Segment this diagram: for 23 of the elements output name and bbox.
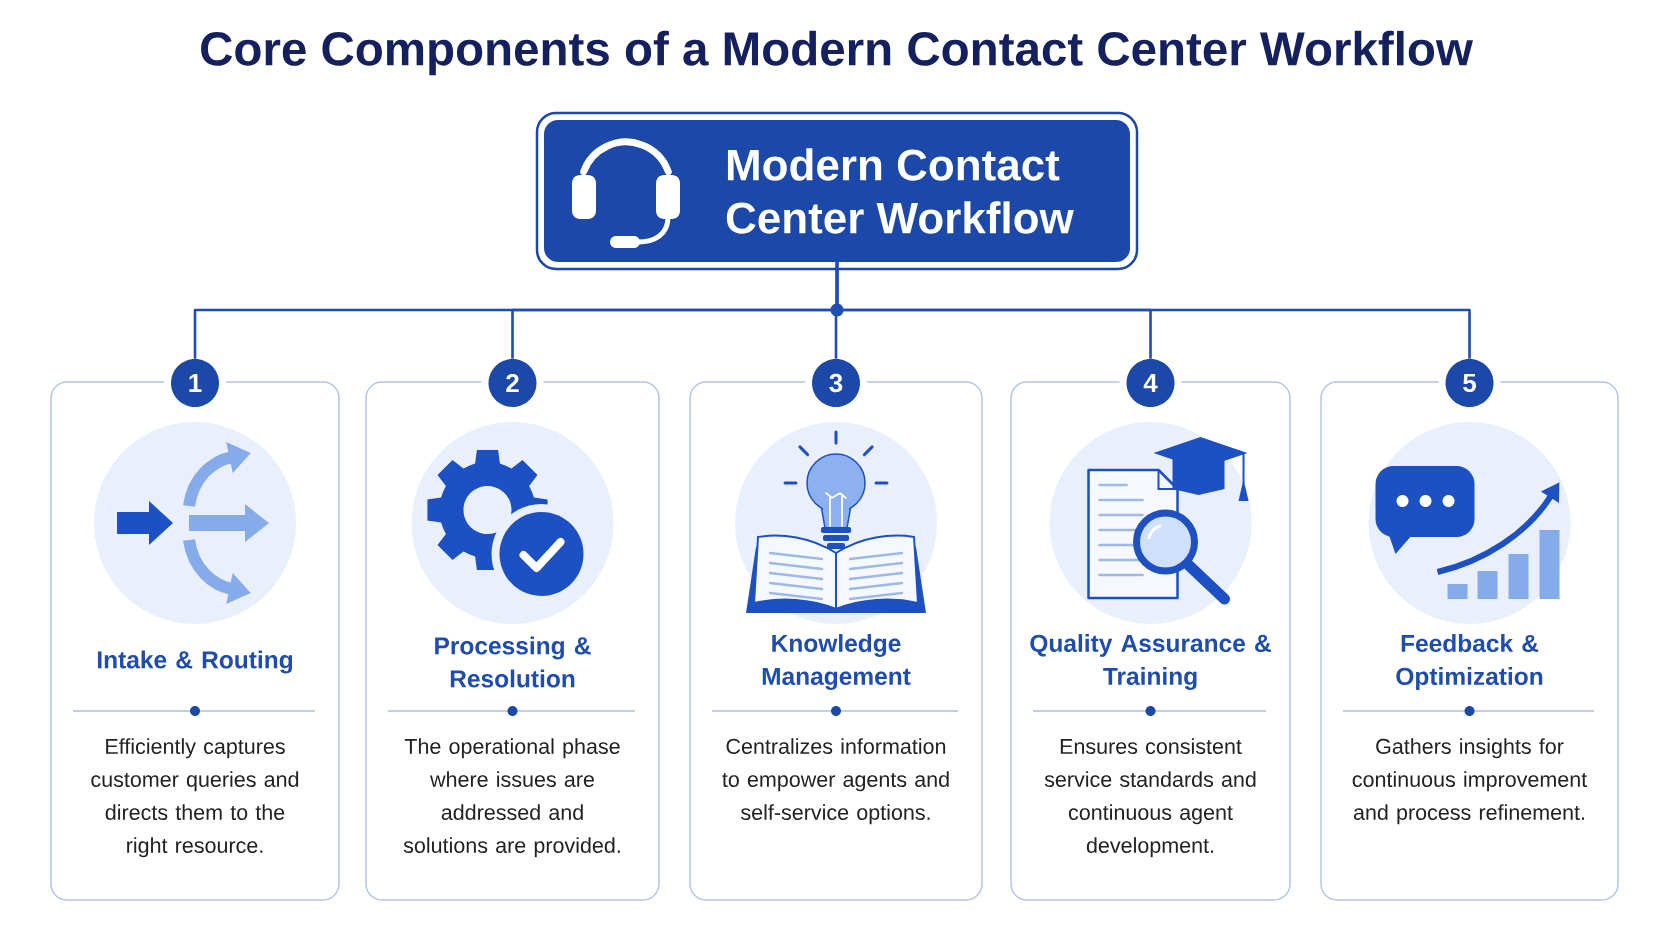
node-label: 1 (189, 374, 202, 392)
card-description: Ensures consistent service standards and continuous agent development. (1044, 738, 1256, 858)
card-description: Centralizes information to empower agents and self-service options. (722, 738, 949, 825)
title: Core Components of a Modern Contact Center Workflow (201, 30, 1473, 76)
number-badge: 1 (164, 352, 226, 414)
card-description: Gathers insights for continuous improvement and process refinement. (1352, 738, 1587, 825)
card-heading: Processing & Resolution (435, 636, 591, 688)
card-description: Efficiently captures customer queries and directs them to the right resource. (91, 738, 299, 858)
card-heading: Quality Assurance & Training (1030, 634, 1271, 690)
card-heading: Intake & Routing (97, 650, 293, 674)
card-heading: Feedback & Optimization (1396, 634, 1543, 690)
node-label: 5 (1463, 373, 1477, 393)
number-badge: 2 (481, 352, 544, 414)
node-label: 3 (829, 373, 843, 393)
number-badge: 3 (805, 352, 867, 414)
card-description: The operational phase where issues are addressed and solutions are provided. (403, 738, 620, 858)
connector-line (835, 262, 1471, 359)
number-badge: 5 (1438, 352, 1501, 414)
card-heading: Knowledge Management (762, 634, 911, 690)
node-label: 4 (1143, 374, 1158, 392)
number-badge: 4 (1119, 352, 1182, 414)
header-box: Modern Contact Center Workflow (535, 111, 1139, 271)
node-label: 2 (506, 373, 519, 393)
